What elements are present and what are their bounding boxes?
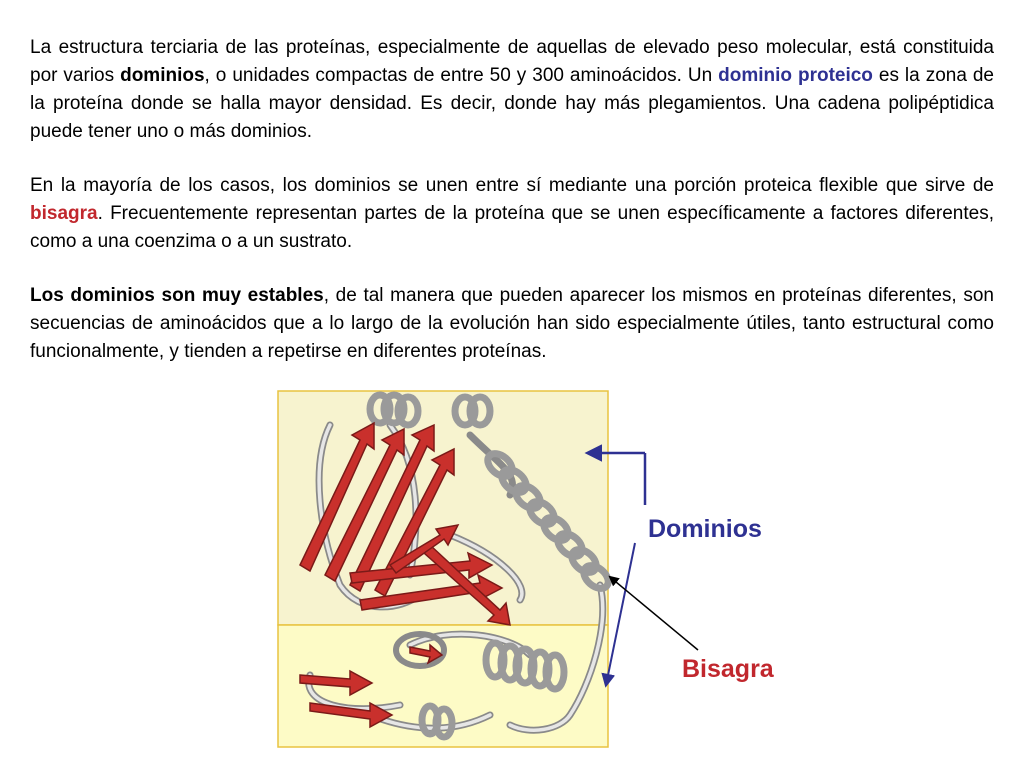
p2-text-2: . Frecuentemente representan partes de l… — [30, 203, 994, 252]
beta-strands-lower — [299, 643, 444, 729]
lower-loop — [393, 631, 447, 669]
helix-top-right — [451, 393, 494, 429]
protein-structure-illustration — [277, 390, 699, 748]
p1-text-1: La estructura terciaria de las proteínas… — [30, 37, 994, 86]
protein-domain-figure: Dominios Bisagra — [270, 385, 830, 755]
term-bisagra: bisagra — [30, 203, 98, 224]
term-dominio-proteico: dominio proteico — [718, 65, 873, 86]
beta-strands-upper — [299, 421, 511, 626]
bisagra-pointer — [608, 575, 699, 651]
paragraph-stability: Los dominios son muy estables, de tal ma… — [30, 282, 994, 366]
paragraph-hinge: En la mayoría de los casos, los dominios… — [30, 172, 994, 256]
helix-top-left — [366, 391, 422, 429]
term-dominios-estables: Los dominios son muy estables — [30, 285, 324, 306]
label-dominios: Dominios — [648, 515, 762, 543]
p3-text-1: , de tal manera que pueden aparecer los … — [30, 285, 994, 362]
helix-lower — [418, 639, 568, 741]
p1-text-3: es la zona de la proteína donde se halla… — [30, 65, 995, 142]
helix-long-diagonal — [484, 450, 612, 592]
p1-text-2: , o unidades compactas de entre 50 y 300… — [204, 65, 719, 86]
p2-text-1: En la mayoría de los casos, los dominios… — [30, 175, 994, 196]
dominios-pointer — [584, 444, 647, 688]
term-dominios: dominios — [120, 65, 205, 86]
label-bisagra: Bisagra — [682, 655, 774, 683]
paragraph-tertiary-structure: La estructura terciaria de las proteínas… — [30, 34, 994, 146]
